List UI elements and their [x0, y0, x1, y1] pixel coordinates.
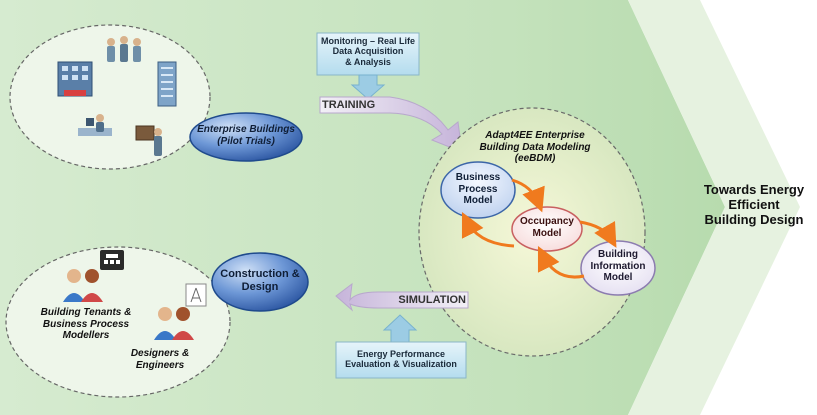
designers-people-icon [154, 307, 194, 340]
bim-line-1: Building [598, 249, 638, 260]
energy-box-text: Energy Performance Evaluation & Visualiz… [336, 349, 466, 370]
designers-line-1: Designers & [130, 348, 190, 359]
bp-line-1: Business [455, 172, 501, 183]
training-label: TRAINING [322, 99, 376, 111]
designers-text: Designers & Engineers [118, 348, 202, 371]
bim-line-2: Information [590, 260, 646, 272]
enterprise-buildings-text: Enterprise Buildings (Pilot Trials) [192, 124, 300, 147]
tenants-people-icon [63, 269, 103, 302]
bp-to-occupancy-arrow [511, 178, 545, 213]
monitoring-down-arrow [350, 74, 386, 100]
simulation-label: SIMULATION [398, 294, 466, 306]
people-group-icon [107, 36, 141, 62]
enterprise-buildings-line-2: (Pilot Trials) [217, 135, 275, 147]
towards-line-2: Efficient [728, 196, 780, 212]
simulation-arrow [335, 282, 469, 312]
energy-line-2: Evaluation & Visualization [345, 359, 457, 370]
monitoring-line-2: Data Acquisition [332, 46, 404, 57]
occupancy-line-1: Occupancy [520, 216, 574, 227]
building-icon [57, 61, 93, 97]
bim-to-occupancy-arrow [537, 245, 585, 279]
tenants-line-3: Modellers [62, 330, 110, 341]
occupancy-model-text: Occupancy Model [517, 216, 577, 239]
presenter-icon [135, 125, 162, 156]
energy-box [335, 341, 467, 379]
energy-up-arrow [382, 314, 418, 343]
designers-line-2: Engineers [135, 359, 185, 371]
monitoring-line-3: & Analysis [345, 56, 391, 67]
office-worker-icon [78, 114, 112, 136]
tenants-line-1: Building Tenants & [40, 307, 132, 318]
construction-line-2: Design [241, 280, 279, 293]
adapt4ee-line-3: (eeBDM) [514, 153, 556, 164]
towards-line-3: Building Design [704, 211, 804, 227]
monitoring-box-text: Monitoring – Real Life Data Acquisition … [317, 36, 419, 67]
adapt4ee-line-2: Building Data Modeling [479, 141, 591, 153]
tenants-line-2: Business Process [42, 318, 130, 330]
construction-design-oval [211, 252, 309, 312]
business-process-model-text: Business Process Model [448, 172, 508, 207]
towards-line-1: Towards Energy [703, 182, 805, 197]
adapt4ee-title: Adapt4EE Enterprise Building Data Modeli… [470, 130, 600, 165]
monitoring-line-1: Monitoring – Real Life [320, 36, 415, 46]
occupancy-to-bp-arrow [461, 211, 515, 248]
stakeholders-ellipse [5, 246, 231, 398]
bp-line-3: Model [463, 195, 493, 206]
bp-line-2: Process [458, 183, 498, 195]
computer-icon [100, 250, 124, 270]
building-information-model-text: Building Information Model [586, 249, 650, 284]
tenants-text: Building Tenants & Business Process Mode… [34, 307, 138, 342]
blueprint-icon [185, 283, 207, 307]
occupancy-line-2: Model [532, 227, 562, 239]
construction-design-text: Construction & Design [214, 268, 306, 293]
chevron-tip [628, 0, 800, 415]
towards-energy-efficient-text: Towards Energy Efficient Building Design [692, 182, 816, 228]
energy-line-1: Energy Performance [356, 349, 446, 359]
tower-icon [157, 61, 177, 107]
adapt4ee-line-1: Adapt4EE Enterprise [485, 130, 585, 141]
building-information-model-oval [580, 240, 656, 296]
construction-line-1: Construction & [220, 268, 300, 280]
bim-line-3: Model [603, 272, 633, 283]
enterprise-buildings-line-1: Enterprise Buildings [197, 124, 295, 135]
enterprise-buildings-oval [189, 112, 303, 162]
occupancy-to-bim-arrow [579, 220, 617, 248]
